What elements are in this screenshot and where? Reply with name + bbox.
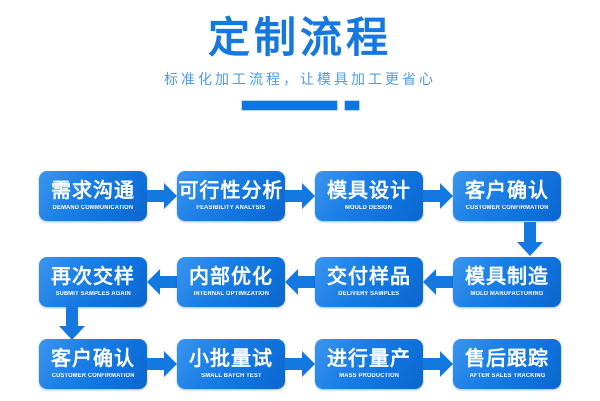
flow-node-mold-manufacturing[interactable]: 模具制造 MOLD MANUFACTURING — [453, 257, 561, 307]
flow-node-label-en: MOULD DESIGN — [345, 205, 393, 211]
flow-node-delivery-samples[interactable]: 交付样品 DELIVERY SAMPLES — [315, 257, 423, 307]
divider — [0, 99, 600, 111]
flow-node-demand-communication[interactable]: 需求沟通 DEMAND COMMUNICATION — [39, 171, 147, 221]
arrow-right-icon — [147, 351, 177, 377]
arrow-left-icon — [285, 269, 315, 295]
page-subtitle: 标准化加工流程，让模具加工更省心 — [164, 71, 436, 88]
flow-node-mass-production[interactable]: 进行量产 MASS PRODUCTION — [315, 339, 423, 389]
flow-node-label-cn: 模具设计 — [327, 180, 411, 202]
flow-node-feasibility-analysis[interactable]: 可行性分析 FEASIBILITY ANALYSIS — [177, 171, 285, 221]
arrow-right-icon — [423, 183, 453, 209]
process-flow-diagram: 需求沟通 DEMAND COMMUNICATION 可行性分析 FEASIBIL… — [0, 158, 600, 398]
flow-node-label-cn: 再次交样 — [51, 266, 135, 288]
flow-node-mould-design[interactable]: 模具设计 MOULD DESIGN — [315, 171, 423, 221]
flow-node-label-en: FEASIBILITY ANALYSIS — [196, 205, 266, 211]
flow-node-after-sales-tracking[interactable]: 售后跟踪 AFTER SALES TRACKING — [453, 339, 561, 389]
flow-node-internal-optimization[interactable]: 内部优化 INTERNAL OPTIMIZATION — [177, 257, 285, 307]
header: 定制流程 标准化加工流程，让模具加工更省心 — [0, 0, 600, 111]
flow-node-label-en: CUSTOMER CONFIRMATION — [51, 373, 135, 379]
flow-node-label-cn: 需求沟通 — [51, 180, 135, 202]
flow-node-label-cn: 可行性分析 — [178, 180, 284, 202]
divider-square — [343, 99, 360, 111]
flow-node-label-cn: 模具制造 — [465, 266, 549, 288]
page-title: 定制流程 — [207, 14, 392, 61]
flow-node-label-cn: 进行量产 — [327, 348, 411, 370]
flow-row-3: 客户确认 CUSTOMER CONFIRMATION 小批量试 SMALL BA… — [0, 338, 600, 390]
arrow-left-icon — [423, 269, 453, 295]
flow-node-label-en: DELIVERY SAMPLES — [338, 291, 400, 297]
flow-node-label-en: SUBMIT SAMPLES AGAIN — [55, 291, 131, 297]
flow-node-label-en: INTERNAL OPTIMIZATION — [193, 291, 269, 297]
divider-bar — [240, 99, 338, 111]
arrow-right-icon — [147, 183, 177, 209]
arrow-right-icon — [423, 351, 453, 377]
flow-node-label-en: DEMAND COMMUNICATION — [52, 205, 134, 211]
flow-node-label-cn: 客户确认 — [51, 348, 135, 370]
flow-node-label-en: SMALL BATCH TEST — [200, 373, 262, 379]
flow-node-customer-confirmation-1[interactable]: 客户确认 CUSTOMER CONFIRMATION — [453, 171, 561, 221]
flow-row-2: 再次交样 SUBMIT SAMPLES AGAIN 内部优化 INTERNAL … — [0, 256, 600, 308]
flow-node-label-en: CUSTOMER CONFIRMATION — [465, 205, 549, 211]
flow-node-customer-confirmation-2[interactable]: 客户确认 CUSTOMER CONFIRMATION — [39, 339, 147, 389]
arrow-left-icon — [147, 269, 177, 295]
arrow-right-icon — [285, 351, 315, 377]
flow-node-label-en: AFTER SALES TRACKING — [469, 373, 545, 379]
flow-node-label-en: MASS PRODUCTION — [339, 373, 399, 379]
flow-node-label-cn: 小批量试 — [189, 348, 273, 370]
flow-node-label-cn: 交付样品 — [327, 266, 411, 288]
arrow-down-icon — [517, 222, 543, 256]
flow-node-label-cn: 售后跟踪 — [465, 348, 549, 370]
flow-node-label-cn: 客户确认 — [465, 180, 549, 202]
flow-row-1: 需求沟通 DEMAND COMMUNICATION 可行性分析 FEASIBIL… — [0, 170, 600, 222]
arrow-down-icon — [59, 306, 85, 340]
flow-node-small-batch-test[interactable]: 小批量试 SMALL BATCH TEST — [177, 339, 285, 389]
flow-node-label-cn: 内部优化 — [189, 266, 273, 288]
flow-node-submit-samples-again[interactable]: 再次交样 SUBMIT SAMPLES AGAIN — [39, 257, 147, 307]
arrow-right-icon — [285, 183, 315, 209]
flow-node-label-en: MOLD MANUFACTURING — [470, 291, 544, 297]
